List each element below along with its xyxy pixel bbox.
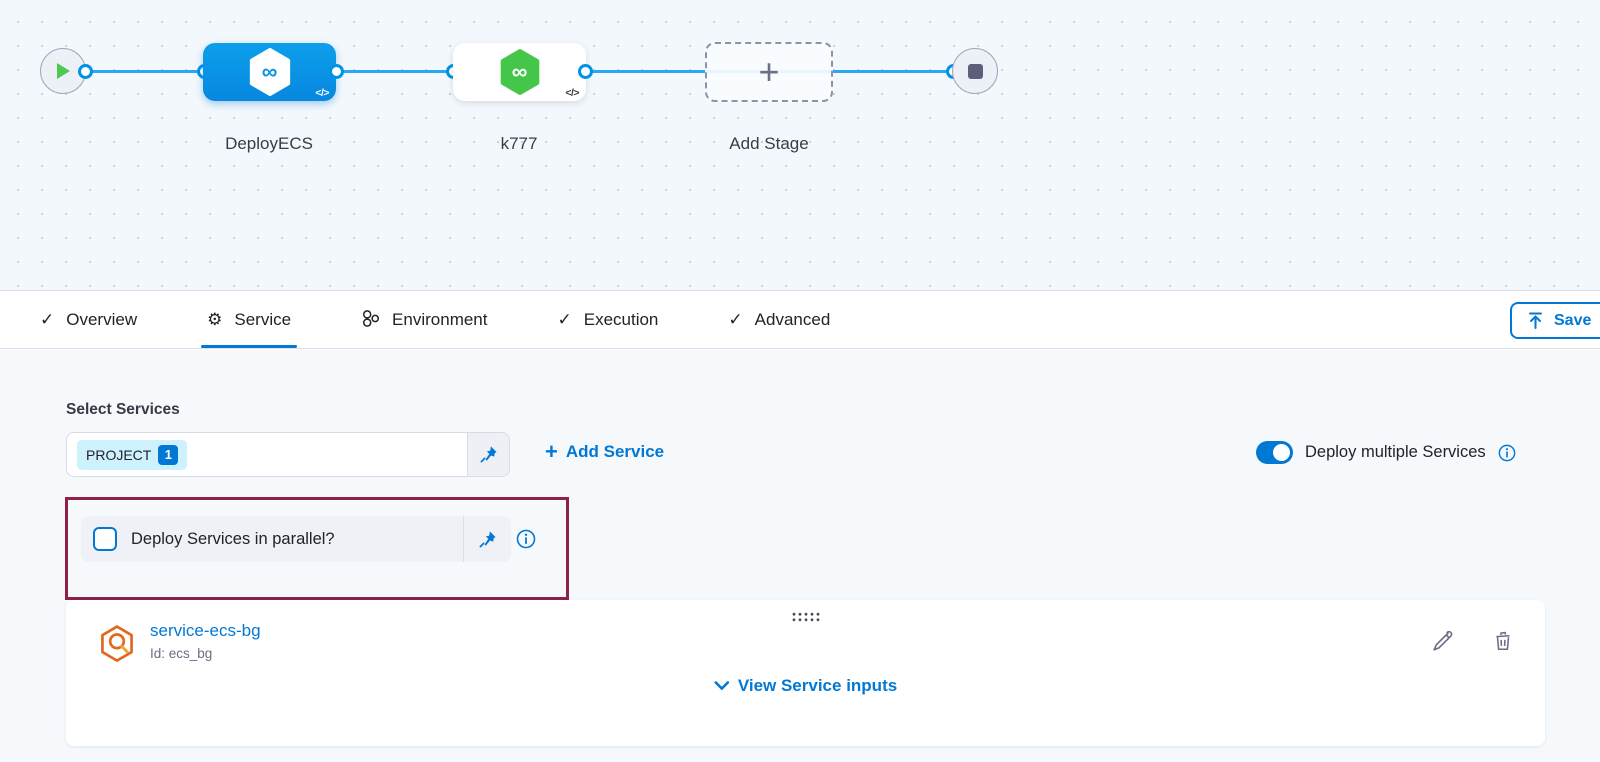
chip-count-badge: 1: [158, 444, 179, 465]
plus-icon: +: [545, 439, 558, 464]
tab-overview[interactable]: ✓ Overview: [40, 309, 138, 329]
service-id-text: Id: ecs_bg: [150, 646, 213, 661]
info-icon[interactable]: [1498, 444, 1516, 462]
parallel-option-highlight: Deploy Services in parallel?: [65, 497, 569, 600]
stage-label-k777: k777: [500, 134, 538, 153]
stage-label-deployecs: DeployECS: [225, 134, 313, 153]
upload-icon: [1529, 312, 1542, 329]
cd-stage-icon-green: ∞: [496, 48, 544, 96]
select-services-input[interactable]: PROJECT 1: [66, 432, 510, 477]
cd-stage-icon: ∞: [246, 48, 294, 96]
service-card: service-ecs-bg Id: ecs_bg View Service i…: [66, 600, 1545, 746]
tab-environment[interactable]: Environment: [361, 291, 487, 348]
stage-tabbar: ✓ Overview ⚙ Service Environment ✓ Execu…: [0, 290, 1600, 349]
deploy-multiple-label: Deploy multiple Services: [1305, 443, 1486, 461]
service-name-link[interactable]: service-ecs-bg: [150, 621, 261, 640]
info-icon[interactable]: [516, 529, 536, 549]
toggle-knob: [1273, 444, 1290, 461]
stage-label-add-stage: Add Stage: [729, 134, 809, 153]
tab-execution[interactable]: ✓ Execution: [557, 309, 659, 329]
deploy-parallel-label: Deploy Services in parallel?: [131, 529, 335, 548]
pin-input-type-button[interactable]: [463, 516, 511, 562]
deploy-parallel-field: Deploy Services in parallel?: [81, 516, 511, 562]
save-button[interactable]: Save: [1510, 302, 1600, 339]
pipeline-end-node[interactable]: [952, 48, 998, 94]
check-icon: ✓: [40, 310, 55, 329]
service-hexagon-icon: [98, 624, 136, 669]
stage-node-k777[interactable]: ∞ </>: [453, 43, 586, 101]
stage-node-deployecs[interactable]: ∞ </>: [203, 43, 336, 101]
pipeline-canvas[interactable]: ∞ </> ∞ </> + DeployECS k777 Add Stage: [0, 0, 1600, 290]
check-icon: ✓: [557, 310, 572, 329]
tab-service[interactable]: ⚙ Service: [201, 291, 297, 348]
code-view-badge[interactable]: </>: [565, 87, 579, 99]
trash-icon: [1496, 631, 1510, 651]
environment-cluster-icon: [361, 309, 380, 331]
connection-point[interactable]: [578, 64, 593, 79]
edit-service-button[interactable]: [1432, 630, 1454, 655]
delete-service-button[interactable]: [1492, 630, 1514, 655]
play-icon: [57, 63, 70, 79]
pin-icon: [479, 530, 496, 547]
stop-icon: [967, 63, 983, 79]
select-services-label: Select Services: [66, 401, 180, 418]
gear-icon: ⚙: [207, 310, 223, 329]
add-stage-button[interactable]: +: [705, 42, 833, 102]
add-service-button[interactable]: + Add Service: [545, 439, 665, 464]
deploy-multiple-toggle[interactable]: [1256, 441, 1293, 464]
plus-icon: +: [758, 51, 780, 92]
pencil-icon: [1433, 630, 1453, 651]
pin-input-type-button[interactable]: [467, 433, 509, 476]
connection-point[interactable]: [329, 64, 344, 79]
check-icon: ✓: [728, 310, 743, 329]
tab-advanced[interactable]: ✓ Advanced: [728, 309, 831, 329]
project-scope-chip[interactable]: PROJECT 1: [77, 439, 188, 470]
connection-point[interactable]: [78, 64, 93, 79]
code-view-badge[interactable]: </>: [315, 87, 329, 99]
view-service-inputs-button[interactable]: View Service inputs: [714, 676, 897, 696]
service-tab-panel: Select Services PROJECT 1 + Add Service …: [0, 350, 1600, 762]
pipeline-start-node[interactable]: [40, 48, 86, 94]
deploy-parallel-checkbox[interactable]: [93, 527, 117, 551]
pin-icon: [480, 446, 497, 463]
drag-handle-icon[interactable]: [791, 609, 821, 627]
deploy-multiple-row: Deploy multiple Services: [1256, 441, 1516, 464]
chevron-down-icon: [714, 681, 729, 691]
